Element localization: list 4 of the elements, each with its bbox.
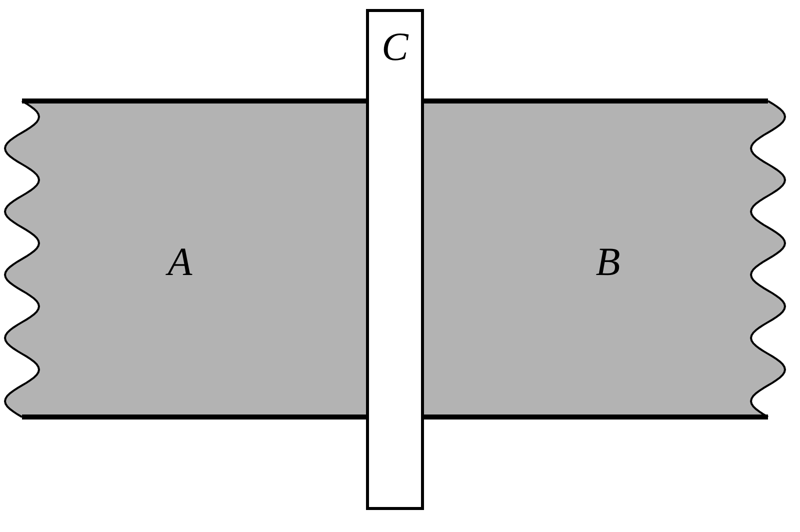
part-label: A [168,242,192,282]
part-label: B [596,242,620,282]
strip-bar [366,9,424,510]
part-label: C [382,27,408,67]
